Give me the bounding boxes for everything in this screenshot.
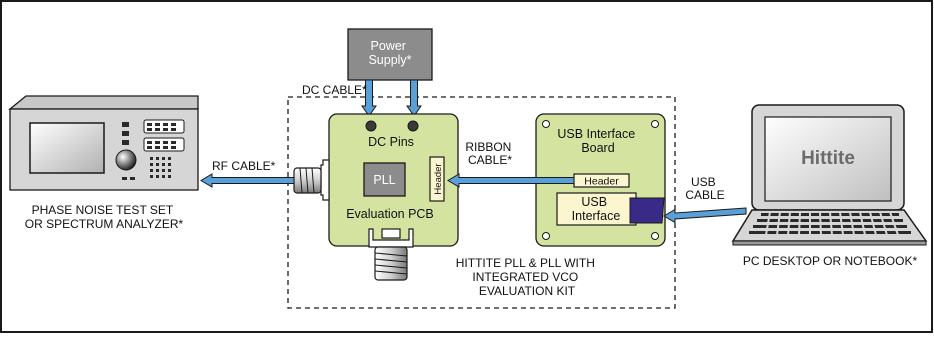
usb-cable-arrow: [663, 207, 747, 224]
laptop-brand: Hittite: [801, 148, 855, 169]
usb-cable-label: USB CABLE: [685, 175, 724, 202]
dc-cable-arrow-left: [361, 79, 377, 117]
analyzer-caption: PHASE NOISE TEST SET OR SPECTRUM ANALYZE…: [25, 203, 184, 231]
rf-cable-label: RF CABLE*: [212, 159, 276, 173]
ribbon-cable-arrow: [447, 173, 575, 188]
evaluation-pcb-label: Evaluation PCB: [346, 207, 434, 221]
usb-board-screw-tl: [542, 120, 550, 128]
usb-board-screw-tr: [651, 120, 659, 128]
dc-pin-left: [365, 120, 377, 132]
pcb-bottom-connector: [368, 228, 414, 281]
usb-board-header-label: Header: [584, 176, 619, 188]
pcb-header-label: Header: [433, 163, 444, 194]
pcb-rf-connector: [293, 159, 330, 201]
laptop: [731, 104, 928, 246]
usb-connector-block: [629, 197, 665, 224]
analyzer-knob: [115, 149, 137, 171]
dc-cable-arrows: [361, 79, 422, 117]
usb-board-screw-br: [651, 232, 659, 240]
usb-board-screw-bl: [542, 232, 550, 240]
pll-chip: [363, 162, 406, 197]
analyzer-screen: [29, 122, 105, 174]
ribbon-cable-label: RIBBON CABLE*: [465, 140, 514, 167]
usb-board-title: USB Interface Board: [557, 127, 638, 155]
kit-caption: HITTITE PLL & PLL WITH INTEGRATED VCO EV…: [456, 256, 598, 298]
rf-cable-arrow: [200, 173, 295, 188]
pcb-header-connector: [429, 156, 445, 202]
dc-cable-label: DC CABLE*: [302, 83, 367, 97]
dc-pins-label: DC Pins: [368, 135, 414, 149]
dc-pin-right: [407, 120, 419, 132]
power-supply-box: [347, 28, 433, 81]
phase-noise-analyzer: [8, 95, 199, 191]
power-supply-label: Power Supply*: [368, 39, 411, 67]
dc-cable-arrow-right: [406, 79, 422, 117]
laptop-caption: PC DESKTOP OR NOTEBOOK*: [743, 254, 918, 268]
usb-interface-label: USB Interface: [572, 195, 621, 223]
pll-chip-label: PLL: [373, 173, 395, 187]
laptop-screen: [764, 116, 892, 202]
kit-boundary: [287, 96, 676, 309]
